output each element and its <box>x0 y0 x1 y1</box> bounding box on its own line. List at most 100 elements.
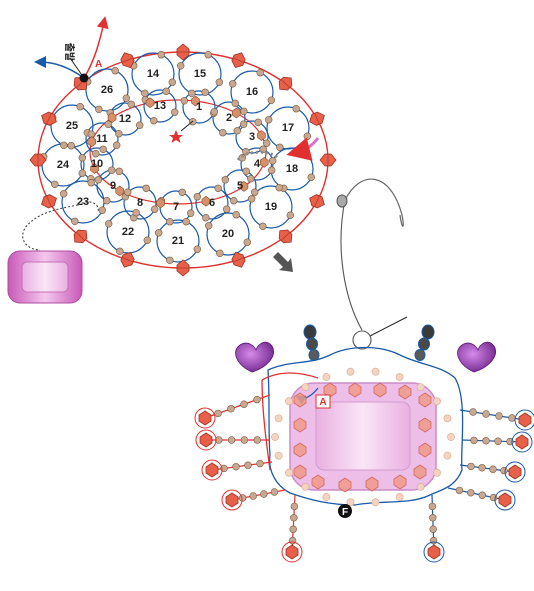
dangle-bead <box>494 437 502 445</box>
dangle-bead <box>467 462 475 471</box>
seed-bead <box>259 222 267 231</box>
loop-number: 5 <box>237 180 243 192</box>
seed-bead <box>92 150 100 158</box>
stone-crystal <box>418 417 432 433</box>
point-f-marker <box>338 504 352 518</box>
halo-bead <box>416 482 425 491</box>
seed-bead <box>221 176 230 184</box>
seed-bead <box>104 120 112 129</box>
pink-arrow-icon <box>286 137 320 161</box>
seed-bead <box>162 87 170 96</box>
halo-bead <box>285 468 293 477</box>
loop-19 <box>249 185 293 229</box>
seed-bead <box>303 132 311 140</box>
bottom-spokes <box>194 394 534 563</box>
loop-number: 1 <box>196 101 202 113</box>
dangle-loop <box>194 407 216 429</box>
dangle-bead <box>240 436 249 444</box>
loop-21 <box>156 219 200 263</box>
dangle-bead <box>470 436 478 445</box>
loop-circles <box>41 52 314 263</box>
halo-bead <box>395 373 404 381</box>
halo-bead <box>443 414 452 423</box>
dangle-bead <box>288 536 297 545</box>
seed-bead <box>155 229 163 237</box>
seed-bead <box>123 188 132 196</box>
loop-13 <box>143 89 177 123</box>
rim-crystal <box>231 52 246 69</box>
dangle-bead <box>482 437 490 445</box>
seed-bead <box>286 211 294 219</box>
seed-bead <box>142 184 150 193</box>
dangle-crystal <box>285 544 299 560</box>
seed-bead <box>168 78 177 86</box>
purple-heart-left <box>235 341 274 373</box>
dangle-bead <box>244 461 252 469</box>
dangle-crystal <box>498 492 512 508</box>
stone-crystal <box>293 442 307 458</box>
loop-number: 18 <box>286 163 298 175</box>
seed-bead <box>232 211 240 219</box>
loop-number: 25 <box>66 120 78 132</box>
stone-crystal <box>398 384 412 400</box>
point-f-label: F <box>342 507 348 518</box>
seed-bead <box>240 120 248 128</box>
halo-bead <box>322 373 331 381</box>
inner-crystal <box>115 185 125 197</box>
seed-bead <box>238 154 247 162</box>
headpin-loop-icon <box>340 199 363 331</box>
seed-bead <box>116 247 124 256</box>
seed-bead <box>78 154 87 162</box>
halo-bead <box>443 451 452 460</box>
point-a-label-top: A <box>95 59 102 70</box>
seed-bead <box>248 195 256 203</box>
loop-1 <box>182 90 216 124</box>
seed-bead <box>214 184 222 193</box>
dangle-bead <box>428 502 437 511</box>
seed-bead <box>87 130 96 138</box>
dangle-loop <box>494 489 516 511</box>
seed-bead <box>99 145 107 154</box>
dangle-bead <box>467 489 475 497</box>
rim-crystal <box>120 251 135 268</box>
seed-bead <box>205 222 213 230</box>
halo-bead <box>274 451 283 460</box>
loop-14 <box>131 52 175 96</box>
halo-bead <box>395 493 404 501</box>
inner-crystal <box>239 181 249 192</box>
dangle-loop <box>423 541 445 563</box>
seed-bead <box>233 127 242 135</box>
loop-number: 23 <box>77 196 89 208</box>
seed-bead <box>95 105 103 114</box>
halo-bead <box>416 383 425 391</box>
seed-bead <box>67 142 75 150</box>
loop-11 <box>85 122 119 156</box>
dangle-bead <box>500 466 508 475</box>
purple-heart-right <box>457 341 496 373</box>
seed-bead <box>177 62 185 70</box>
dangle-bead <box>429 514 437 522</box>
seed-bead <box>178 188 186 197</box>
seed-bead <box>98 206 107 214</box>
seed-bead <box>71 217 79 226</box>
jump-ring <box>352 330 372 350</box>
gray-dotted-path <box>236 150 280 162</box>
dangle-loop <box>504 461 526 483</box>
loop-2 <box>212 101 246 135</box>
loop-20 <box>206 212 250 256</box>
dangle-loop <box>221 489 243 511</box>
dangle-crystal <box>518 412 532 428</box>
point-a-box <box>315 394 331 409</box>
rim-crystal <box>41 111 57 126</box>
point-a-label-bottom: A <box>319 397 326 408</box>
loop-number: 15 <box>194 68 206 80</box>
loop-number: 10 <box>91 158 103 170</box>
dangle-bead <box>227 436 236 444</box>
dangle-crystal <box>515 434 529 450</box>
seed-bead <box>171 108 179 116</box>
dangle-bead <box>270 488 279 496</box>
dangle-bead <box>215 436 223 444</box>
loop-26 <box>85 68 129 112</box>
inner-crystal <box>145 97 155 109</box>
